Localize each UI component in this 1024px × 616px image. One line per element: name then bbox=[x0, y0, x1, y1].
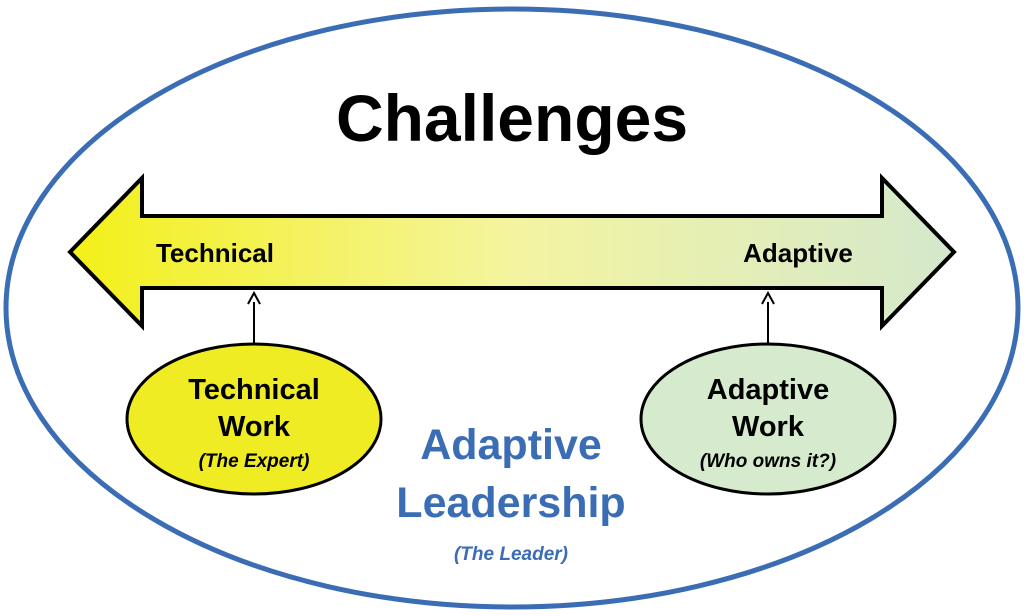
adaptive-work-subtitle: (Who owns it?) bbox=[700, 451, 836, 472]
adaptive-pointer-arrow bbox=[761, 290, 775, 344]
spectrum-arrow bbox=[67, 173, 957, 331]
technical-work-subtitle: (The Expert) bbox=[199, 451, 310, 472]
adaptive-work-ellipse bbox=[639, 342, 897, 496]
technical-work-ellipse bbox=[125, 342, 383, 496]
spectrum-right-label: Adaptive bbox=[743, 238, 853, 268]
adaptive-work-line2: Work bbox=[732, 411, 805, 443]
leadership-line2: Leadership bbox=[396, 479, 625, 527]
technical-pointer-arrow bbox=[247, 290, 261, 344]
diagram-title: Challenges bbox=[336, 81, 688, 155]
spectrum-left-label: Technical bbox=[156, 238, 274, 268]
technical-work-line2: Work bbox=[218, 411, 291, 443]
leadership-line1: Adaptive bbox=[420, 421, 602, 469]
leadership-subtitle: (The Leader) bbox=[454, 544, 568, 565]
technical-work-line1: Technical bbox=[188, 374, 320, 406]
adaptive-work-line1: Adaptive bbox=[707, 374, 829, 406]
